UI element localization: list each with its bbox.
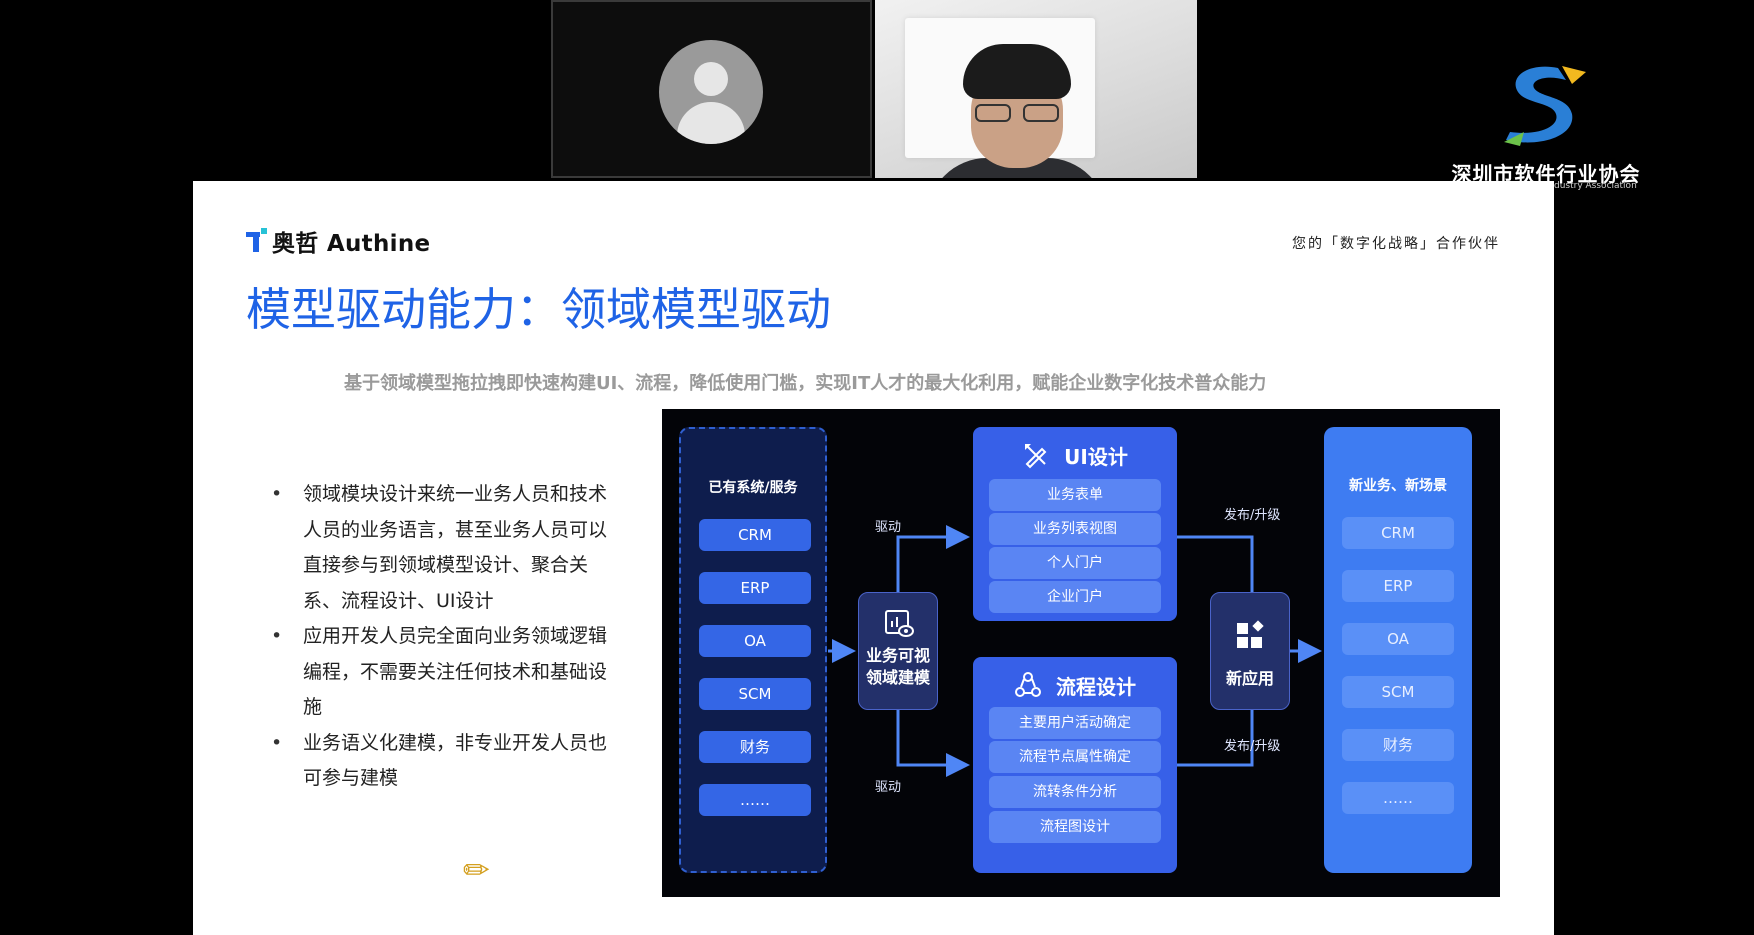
- process-design-item: 流程图设计: [989, 811, 1161, 843]
- association-logo: 深圳市软件行业协会 dustry Association: [1446, 58, 1646, 198]
- publish-label-top: 发布/升级: [1224, 508, 1281, 523]
- bullet-item: 业务语义化建模，非专业开发人员也可参与建模: [271, 726, 611, 797]
- publish-label-bottom: 发布/升级: [1224, 739, 1281, 754]
- user-avatar-icon: [659, 40, 763, 144]
- existing-system-item: 财务: [699, 731, 811, 763]
- presenter-glasses: [971, 104, 1063, 124]
- bullet-item: 领域模块设计来统一业务人员和技术人员的业务语言，甚至业务人员可以直接参与到领域模…: [271, 477, 611, 619]
- ui-design-item: 个人门户: [989, 547, 1161, 579]
- brand-logo: 奥哲 Authine: [246, 227, 431, 257]
- process-design-item: 主要用户活动确定: [989, 707, 1161, 739]
- bullet-item: 应用开发人员完全面向业务领域逻辑编程，不需要关注任何技术和基础设施: [271, 619, 611, 726]
- existing-systems-title: 已有系统/服务: [708, 480, 798, 496]
- new-business-item: SCM: [1342, 676, 1454, 708]
- new-app-label: 新应用: [1225, 669, 1274, 688]
- brand-name: 奥哲 Authine: [272, 231, 431, 257]
- new-app-box: 新应用: [1210, 592, 1290, 710]
- new-business-item: ……: [1342, 782, 1454, 814]
- architecture-diagram: 已有系统/服务 CRM ERP OA SCM 财务 …… 业务可视 领域建模 驱…: [662, 409, 1500, 897]
- ui-design-box: UI设计 业务表单 业务列表视图 个人门户 企业门户: [973, 427, 1177, 621]
- slide-subtitle: 基于领域模型拖拉拽即快速构建UI、流程，降低使用门槛，实现IT人才的最大化利用，…: [344, 373, 1267, 394]
- authine-logo-icon: [246, 228, 267, 252]
- design-tools-icon: [1025, 444, 1047, 469]
- process-cycle-icon: [1015, 672, 1041, 697]
- process-design-item: 流程节点属性确定: [989, 741, 1161, 773]
- process-design-item: 流转条件分析: [989, 776, 1161, 808]
- ui-design-header: UI设计: [973, 439, 1177, 471]
- existing-system-item: SCM: [699, 678, 811, 710]
- ui-design-item: 业务列表视图: [989, 513, 1161, 545]
- participant-avatar-tile[interactable]: [551, 0, 872, 178]
- association-name-en: dustry Association: [1554, 181, 1637, 191]
- chart-eye-icon: [885, 610, 914, 637]
- visual-domain-modeling-box: 业务可视 领域建模: [858, 592, 938, 710]
- new-business-item: CRM: [1342, 517, 1454, 549]
- presenter-camera-tile[interactable]: [875, 0, 1197, 178]
- new-business-title: 新业务、新场景: [1349, 478, 1447, 494]
- bullet-list: 领域模块设计来统一业务人员和技术人员的业务语言，甚至业务人员可以直接参与到领域模…: [271, 477, 611, 797]
- process-design-box: 流程设计 主要用户活动确定 流程节点属性确定 流转条件分析 流程图设计: [973, 657, 1177, 873]
- connector-arrows: [828, 525, 1322, 777]
- ui-design-item: 业务表单: [989, 479, 1161, 511]
- presenter-body: [927, 158, 1107, 178]
- new-business-column: 新业务、新场景 CRM ERP OA SCM 财务 ……: [1324, 427, 1472, 873]
- new-business-item: 财务: [1342, 729, 1454, 761]
- ui-design-item: 企业门户: [989, 581, 1161, 613]
- drive-label-bottom: 驱动: [875, 780, 902, 795]
- visual-domain-modeling-label: 业务可视 领域建模: [865, 646, 930, 687]
- existing-system-item: OA: [699, 625, 811, 657]
- presenter-hair: [963, 44, 1071, 99]
- new-business-item: ERP: [1342, 570, 1454, 602]
- existing-system-item: ERP: [699, 572, 811, 604]
- existing-system-item: CRM: [699, 519, 811, 551]
- app-grid-icon: [1237, 620, 1264, 648]
- slide-tagline: 您的「数字化战略」合作伙伴: [1292, 236, 1500, 252]
- pencil-icon: ✏: [463, 851, 490, 889]
- process-design-header: 流程设计: [973, 669, 1177, 701]
- drive-label-top: 驱动: [875, 520, 902, 535]
- new-business-item: OA: [1342, 623, 1454, 655]
- presentation-slide: 奥哲 Authine 您的「数字化战略」合作伙伴 模型驱动能力：领域模型驱动 基…: [193, 181, 1554, 935]
- slide-title: 模型驱动能力：领域模型驱动: [246, 283, 832, 336]
- existing-systems-column: 已有系统/服务 CRM ERP OA SCM 财务 ……: [679, 427, 827, 873]
- existing-system-item: ……: [699, 784, 811, 816]
- association-s-logo-icon: [1504, 66, 1586, 146]
